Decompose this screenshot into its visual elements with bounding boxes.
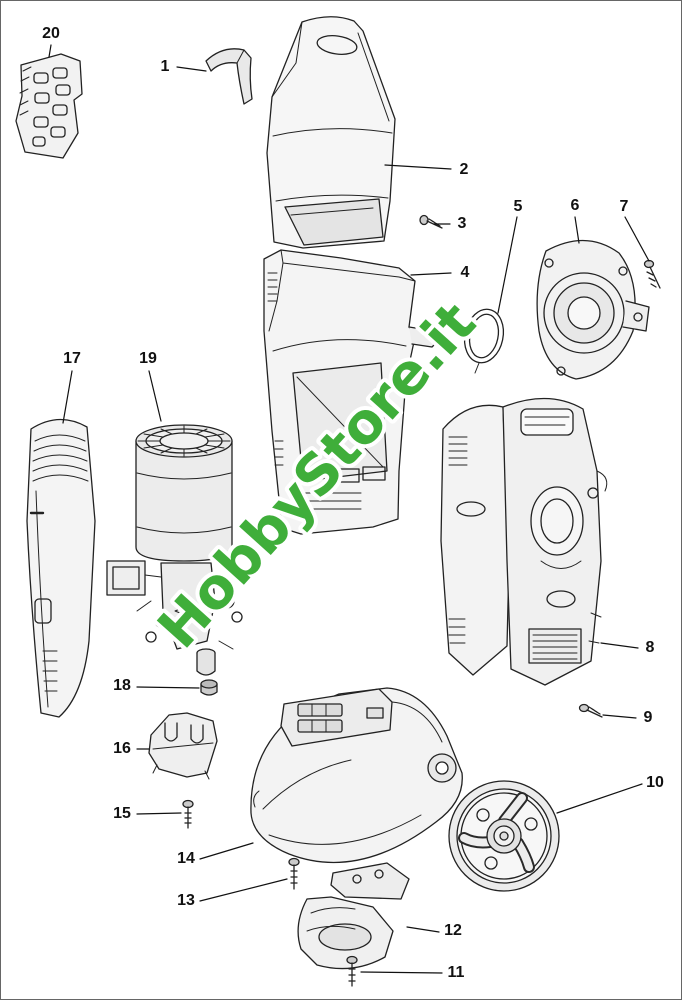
part-19-drawing — [106, 424, 243, 676]
part-label-11: 11 — [447, 964, 465, 981]
part-label-9: 9 — [643, 709, 653, 726]
part-label-19: 19 — [139, 350, 157, 367]
part-4-drawing — [263, 249, 438, 535]
part-label-15: 15 — [113, 805, 131, 822]
part-16-drawing — [148, 712, 218, 780]
part-label-14: 14 — [177, 850, 195, 867]
part-label-12: 12 — [444, 922, 462, 939]
part-label-3: 3 — [457, 215, 467, 232]
part-label-7: 7 — [619, 198, 629, 215]
part-label-16: 16 — [113, 740, 131, 757]
part-20-drawing — [15, 53, 83, 159]
part-13-drawing — [288, 857, 300, 890]
part-5-tail — [474, 362, 480, 374]
part-label-1: 1 — [160, 58, 170, 75]
part-9-drawing — [578, 703, 603, 718]
part-1-drawing — [205, 48, 253, 105]
part-label-10: 10 — [646, 774, 664, 791]
part-label-2: 2 — [459, 161, 469, 178]
part-12-drawing — [297, 862, 410, 970]
part-11-drawing — [346, 955, 358, 987]
part-label-18: 18 — [113, 677, 131, 694]
part-17-drawing — [26, 418, 96, 718]
part-5-drawing — [463, 308, 505, 364]
part-8-drawing — [440, 397, 608, 686]
part-14-drawing — [250, 687, 463, 864]
part-10-drawing — [448, 780, 560, 892]
part-label-5: 5 — [513, 198, 523, 215]
part-7-drawing — [643, 259, 661, 289]
part-15-drawing — [182, 799, 194, 829]
part-label-17: 17 — [63, 350, 81, 367]
part-2-drawing — [266, 16, 396, 249]
part-18-drawing — [200, 679, 218, 696]
part-label-8: 8 — [645, 639, 655, 656]
leader-lines — [48, 44, 650, 974]
part-label-6: 6 — [570, 197, 580, 214]
part-label-20: 20 — [42, 25, 60, 42]
part-3-drawing — [419, 214, 443, 229]
part-label-13: 13 — [177, 892, 195, 909]
part-label-4: 4 — [460, 264, 470, 281]
part-6-drawing — [536, 239, 650, 380]
